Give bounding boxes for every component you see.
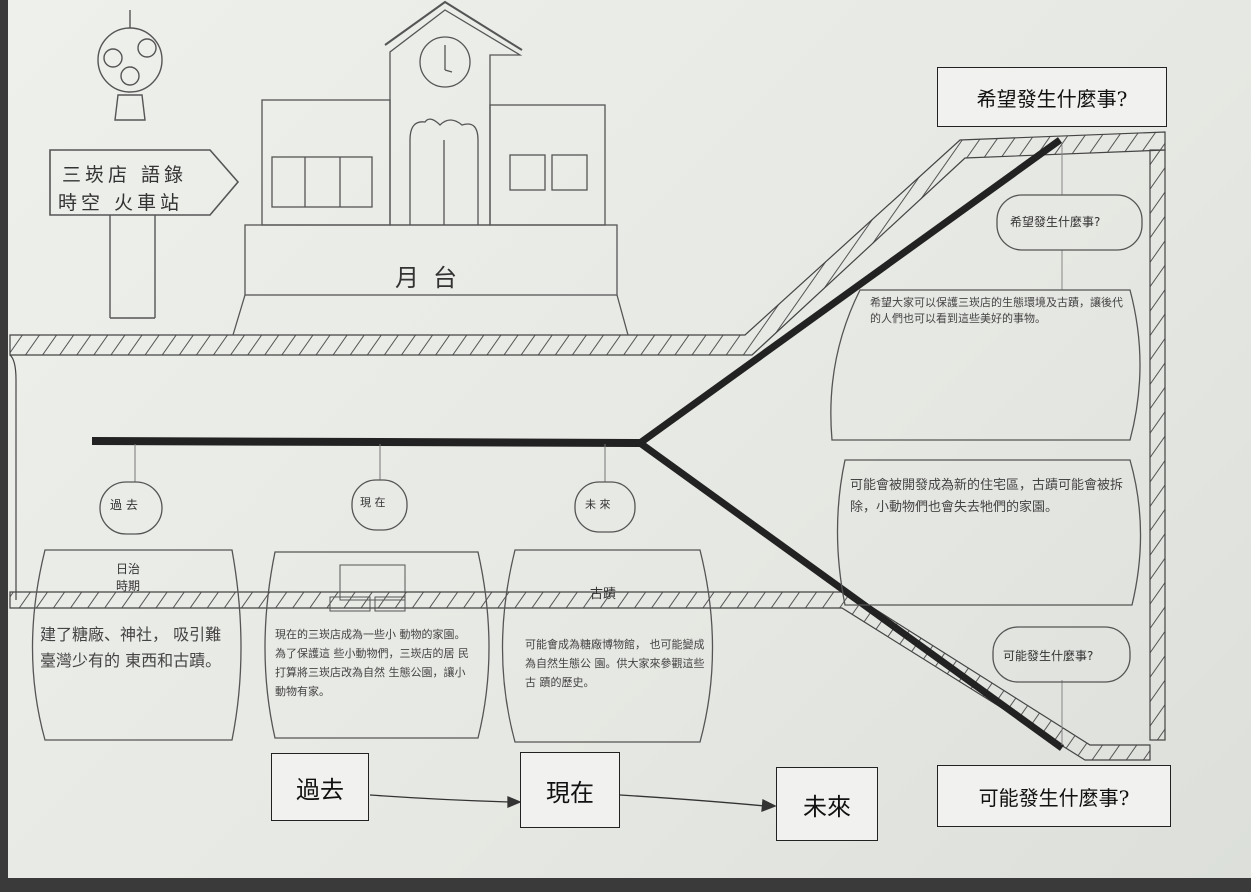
present-sketch — [329, 564, 406, 612]
panel-past-title: 日治 時期 — [116, 562, 141, 593]
arrow-present-future — [619, 794, 766, 807]
signpost-line-2: 時空 火車站 — [58, 192, 184, 214]
arrowhead — [761, 798, 777, 812]
possible-note-shape — [836, 459, 1142, 606]
bubble-past-label: 過 去 — [110, 498, 138, 512]
panel-past-text: 建了糖廠、神社， 吸引難臺灣少有的 東西和古蹟。 — [40, 625, 222, 670]
station-platform-label: 月台 — [395, 264, 471, 292]
signpost — [49, 10, 240, 319]
panel-past-shape — [31, 549, 242, 741]
right-track — [1149, 149, 1166, 741]
signpost-line-1: 三崁店 語錄 — [62, 164, 188, 186]
panel-present-shape — [264, 551, 490, 739]
hope-question-box: 希望發生什麼事? — [937, 67, 1167, 127]
bubble-present-shape — [351, 479, 408, 531]
possible-question-box: 可能發生什麼事? — [937, 765, 1171, 827]
future-box: 未來 — [776, 767, 878, 841]
hope-note-text: 希望大家可以保護三崁店的生態環境及古蹟，讓後代的人們也可以看到這些美好的事物。 — [870, 296, 1123, 325]
bubble-future-label: 未 來 — [585, 498, 611, 511]
arrowhead — [507, 796, 522, 808]
possible-note-text: 可能會被開發成為新的住宅區，古蹟可能會被拆除，小動物們也會失去牠們的家園。 — [850, 478, 1124, 515]
panel-future-text: 可能會成為糖廠博物館， 也可能變成為自然生態公 園。供大家來參觀這些古 蹟的歷史… — [525, 638, 705, 689]
panel-future-title: 古蹟 — [590, 587, 617, 602]
bubble-present-label: 現 在 — [360, 496, 386, 509]
possible-small-label: 可能發生什麼事? — [1003, 649, 1094, 663]
hope-small-shape — [996, 194, 1143, 251]
panel-future-shape — [501, 549, 714, 743]
station-building — [232, 0, 629, 336]
possible-small-shape — [992, 626, 1131, 683]
bubble-future-shape — [574, 481, 636, 533]
left-track-wall — [9, 354, 17, 600]
bubble-past-shape — [99, 481, 163, 535]
hope-note-shape — [830, 289, 1141, 441]
timeline-branch-up — [637, 137, 1063, 446]
hope-small-label: 希望發生什麼事? — [1010, 215, 1101, 229]
present-box: 現在 — [520, 752, 620, 828]
lower-track — [9, 591, 1151, 761]
past-box: 過去 — [271, 753, 369, 821]
timeline-branch-down — [637, 440, 1065, 751]
panel-present-text: 現在的三崁店成為一些小 動物的家園。為了保護這 些小動物們，三崁店的居 民打算將… — [275, 628, 469, 698]
arrow-past-present — [369, 794, 511, 803]
timeline-main — [91, 437, 641, 447]
